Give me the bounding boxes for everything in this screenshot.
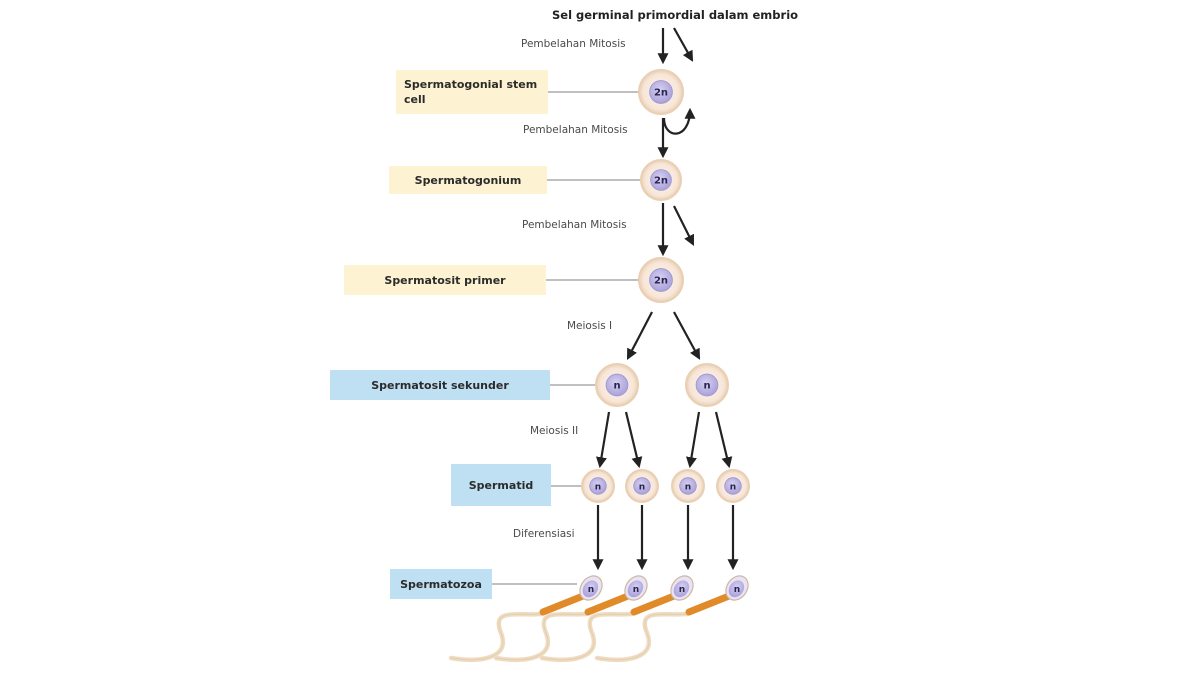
diagram-title: Sel germinal primordial dalam embrio xyxy=(552,8,799,22)
arrow-meiosis-2 xyxy=(596,411,611,469)
ploidy-label: n xyxy=(613,381,620,392)
self-renewal-arrow xyxy=(662,107,696,135)
cell-nucleus xyxy=(679,477,697,495)
stage-label-text: Spermatosit primer xyxy=(384,273,506,287)
stage-label-text: Spermatosit sekunder xyxy=(371,378,509,392)
ploidy-label: n xyxy=(633,585,639,595)
ploidy-label: n xyxy=(588,585,594,595)
sperm-nucleus xyxy=(627,580,644,598)
ploidy-label: n xyxy=(703,381,710,392)
stage-label-spermatosit-sekunder: Spermatosit sekunder xyxy=(330,370,550,400)
process-label-differentiation: Diferensiasi xyxy=(513,528,575,540)
process-label-meiosis-1: Meiosis I xyxy=(567,320,613,332)
sperm-tail-edge xyxy=(450,613,542,661)
stage-label-text: Spermatozoa xyxy=(400,577,482,591)
ploidy-label: n xyxy=(639,483,645,493)
sperm-tail-edge xyxy=(495,613,587,661)
stage-label-text: Spermatid xyxy=(468,478,534,492)
spermatozoon: n xyxy=(493,575,648,662)
ploidy-label: n xyxy=(679,585,685,595)
ploidy-label: 2n xyxy=(654,88,668,99)
arrow-meiosis-1-left xyxy=(626,311,653,360)
cell-stem-cell: 2n xyxy=(638,69,684,115)
cell-nucleus xyxy=(650,169,672,191)
ploidy-label: n xyxy=(734,585,740,595)
cell-nucleus xyxy=(589,477,607,495)
sperm-midpiece xyxy=(630,592,678,616)
cell-nucleus xyxy=(724,477,742,495)
arrow-meiosis-2 xyxy=(686,411,701,469)
cell-spermatogonium: 2n xyxy=(640,159,682,201)
ploidy-label: 2n xyxy=(654,276,668,287)
sperm-nucleus xyxy=(728,580,745,598)
cell-nucleus xyxy=(695,373,719,397)
process-label-mitosis-3: Pembelahan Mitosis xyxy=(522,219,627,231)
arrow-mitosis-branch xyxy=(673,27,694,62)
stage-label-text: Spermatogonial stem cell xyxy=(404,78,538,106)
sperm-tail-edge xyxy=(596,613,688,661)
stage-label-text: Spermatogonium xyxy=(414,173,522,187)
sperm-tail-edge xyxy=(541,613,633,661)
sperm-midpiece xyxy=(685,592,733,616)
sperm-tail xyxy=(493,611,589,662)
cell-spermatid: n xyxy=(716,469,750,503)
cell-primary: 2n xyxy=(638,257,684,303)
cell-nucleus xyxy=(605,373,629,397)
arrow-mitosis-branch-2 xyxy=(673,205,694,246)
sperm-tail xyxy=(539,611,635,662)
spermatozoon: n xyxy=(539,575,694,662)
cell-spermatid: n xyxy=(581,469,615,503)
arrow-meiosis-2 xyxy=(714,411,733,469)
ploidy-label: 2n xyxy=(654,176,668,187)
sperm-tail xyxy=(594,611,690,662)
ploidy-label: n xyxy=(685,483,691,493)
arrow-meiosis-2 xyxy=(624,411,643,469)
process-label-mitosis-2: Pembelahan Mitosis xyxy=(523,124,628,136)
cell-spermatid: n xyxy=(625,469,659,503)
sperm-midpiece xyxy=(539,592,587,616)
process-label-mitosis-1: Pembelahan Mitosis xyxy=(521,38,626,50)
sperm-nucleus xyxy=(582,580,599,598)
sperm-tail xyxy=(448,611,544,662)
sperm-midpiece xyxy=(584,592,632,616)
spermatozoon: n xyxy=(594,575,749,662)
cell-spermatid: n xyxy=(671,469,705,503)
cell-nucleus xyxy=(649,268,673,292)
cell-secondary: n xyxy=(685,363,729,407)
sperm-nucleus xyxy=(673,580,690,598)
ploidy-label: n xyxy=(595,483,601,493)
cell-secondary: n xyxy=(595,363,639,407)
stage-label-spermatogonial-stem-cell: Spermatogonial stem cell xyxy=(396,70,548,114)
spermatozoon: n xyxy=(448,575,603,662)
cell-nucleus xyxy=(633,477,651,495)
stage-label-spermatosit-primer: Spermatosit primer xyxy=(344,265,546,295)
stage-label-spermatozoa: Spermatozoa xyxy=(390,569,492,599)
arrow-meiosis-1-right xyxy=(673,311,701,360)
ploidy-label: n xyxy=(730,483,736,493)
stage-label-spermatogonium: Spermatogonium xyxy=(389,166,547,194)
cell-nucleus xyxy=(649,80,673,104)
stage-label-spermatid: Spermatid xyxy=(451,464,551,506)
process-label-meiosis-2: Meiosis II xyxy=(530,425,579,437)
